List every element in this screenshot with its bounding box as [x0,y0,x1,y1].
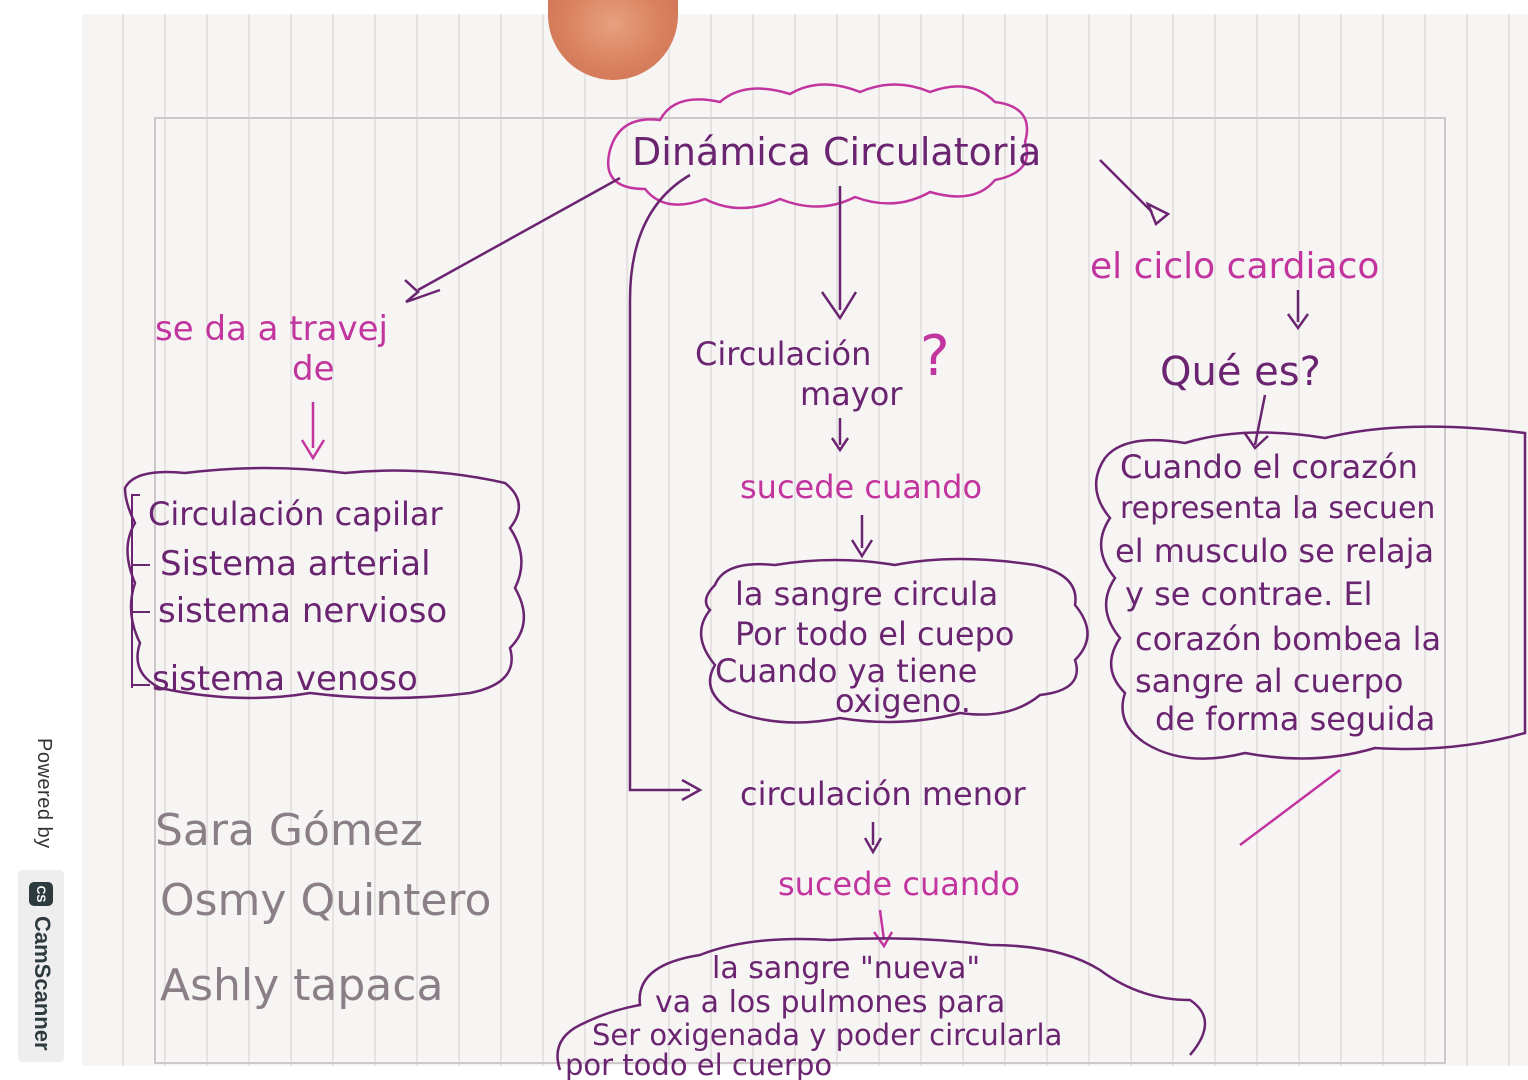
left-item-2: Sistema arterial [160,544,431,584]
right-heading: el ciclo cardiaco [1090,246,1379,287]
middle-heading-line1: Circulación [695,335,871,373]
author-3: Ashly tapaca [160,960,443,1011]
diagram-title: Dinámica Circulatoria [632,130,1041,174]
lower-box-line3: Ser oxigenada y poder circularla [592,1018,1062,1052]
lower-connector: sucede cuando [778,865,1020,903]
author-1: Sara Gómez [155,805,423,856]
left-item-3: sistema nervioso [158,591,447,631]
middle-box-line1: la sangre circula [735,575,998,613]
left-item-1: Circulación capilar [148,495,443,533]
powered-by-label: Powered by [33,738,55,849]
left-item-4: sistema venoso [152,659,418,699]
notebook-page [82,14,1528,1066]
title-cloud [607,83,1029,210]
connector-arrows [404,159,1310,855]
lower-box-line4: por todo el cuerpo [565,1048,832,1080]
middle-box-line4: oxigeno. [835,682,971,720]
middle-question-mark: ? [920,324,950,389]
middle-connector: sucede cuando [740,468,982,506]
left-connector-line1: se da a travej [155,309,388,349]
scanner-sidebar: Powered by CS CamScanner [0,0,82,1080]
pencil-frame [154,117,1446,1064]
right-box-line5: corazón bombea la [1135,620,1441,658]
right-box-line4: y se contrae. El [1125,575,1373,613]
lower-box-cloud [556,937,1207,1071]
camscanner-brand: CamScanner [30,916,55,1051]
left-connector-line2: de [292,349,335,389]
right-question: Qué es? [1160,349,1321,395]
right-box-line7: de forma seguida [1155,700,1435,738]
middle-box-line3: Cuando ya tiene [715,652,977,690]
right-box-line3: el musculo se relaja [1115,532,1434,570]
left-box-bracket [131,494,150,688]
pink-arrows [300,402,1341,949]
right-box-line6: sangre al cuerpo [1135,662,1403,700]
middle-heading-line2: mayor [800,375,903,413]
lower-box-line1: la sangre "nueva" [712,951,980,986]
middle-box-line2: Por todo el cuepo [735,615,1014,653]
lower-box-line2: va a los pulmones para [655,985,1005,1020]
middle-box-cloud [699,557,1089,724]
right-box-cloud [1094,425,1527,760]
right-box-line2: representa la secuen [1120,491,1435,526]
author-2: Osmy Quintero [160,875,491,926]
right-box-line1: Cuando el corazón [1120,448,1418,486]
lower-heading: circulación menor [740,775,1027,813]
